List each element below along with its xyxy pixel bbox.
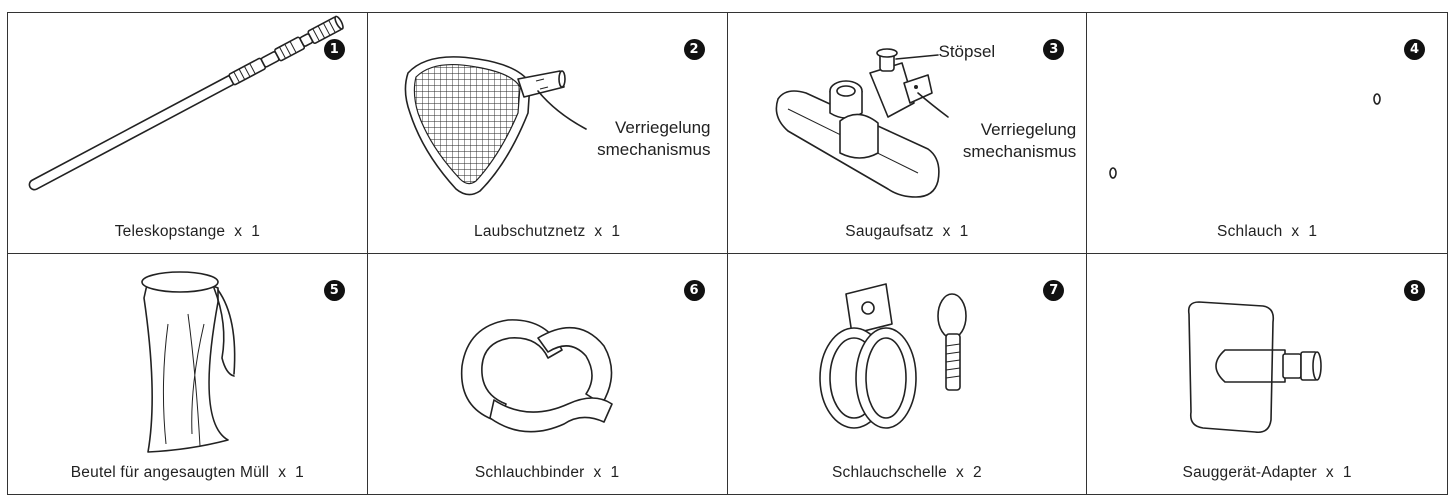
locking-mechanism-callout: Verriegelung smechanismus: [963, 119, 1076, 163]
item-number-badge: 4: [1404, 39, 1425, 60]
vacuum-adapter-icon: [1087, 254, 1447, 494]
item-number-badge: 5: [324, 280, 345, 301]
hose-icon: [1087, 13, 1447, 213]
vacuum-head-icon: [728, 13, 1088, 213]
part-cell-hose: 4 Schlauch x 1: [1087, 13, 1447, 254]
parts-list-grid: 1 Teleskopstange x 1 Verriegelung smecha…: [7, 12, 1448, 495]
part-cell-hose-clip: 6 Schlauchbinder x 1: [368, 254, 728, 495]
item-caption: Sauggerät-Adapter x 1: [1087, 464, 1447, 482]
item-number-badge: 8: [1404, 280, 1425, 301]
item-caption: Schlauchschelle x 2: [728, 464, 1087, 482]
debris-bag-icon: [8, 254, 368, 494]
item-caption: Teleskopstange x 1: [8, 223, 367, 241]
leaf-net-icon: [368, 13, 728, 213]
item-caption: Saugaufsatz x 1: [728, 223, 1087, 241]
part-cell-vacuum-head: Stöpsel Verriegelung smechanismus 3 Saug…: [728, 13, 1088, 254]
part-cell-telescopic-pole: 1 Teleskopstange x 1: [8, 13, 368, 254]
item-number-badge: 7: [1043, 280, 1064, 301]
locking-mechanism-callout: Verriegelung smechanismus: [597, 117, 710, 161]
part-cell-hose-clamp: 7 Schlauchschelle x 2: [728, 254, 1088, 495]
item-caption: Laubschutznetz x 1: [368, 223, 727, 241]
item-caption: Beutel für angesaugten Müll x 1: [8, 464, 367, 482]
telescopic-pole-icon: [8, 13, 368, 213]
item-number-badge: 2: [684, 39, 705, 60]
item-caption: Schlauchbinder x 1: [368, 464, 727, 482]
item-number-badge: 6: [684, 280, 705, 301]
part-cell-leaf-net: Verriegelung smechanismus 2 Laubschutzne…: [368, 13, 728, 254]
hose-clamp-icon: [728, 254, 1088, 494]
item-number-badge: 1: [324, 39, 345, 60]
part-cell-debris-bag: 5 Beutel für angesaugten Müll x 1: [8, 254, 368, 495]
plug-callout: Stöpsel: [939, 41, 996, 63]
item-caption: Schlauch x 1: [1087, 223, 1447, 241]
hose-clip-icon: [368, 254, 728, 494]
part-cell-vacuum-adapter: 8 Sauggerät-Adapter x 1: [1087, 254, 1447, 495]
